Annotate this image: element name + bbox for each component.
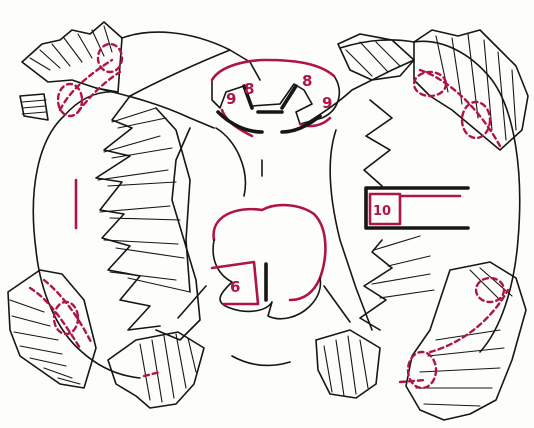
label-8-right: 8 <box>302 72 312 90</box>
label-8-left: 8 <box>244 80 254 98</box>
left-wing <box>8 22 260 408</box>
right-wing <box>316 30 528 420</box>
label-10-slot: 10 <box>373 204 391 219</box>
stitch-lines <box>30 44 508 388</box>
label-6-center: 6 <box>230 278 240 296</box>
label-9-left: 9 <box>226 90 236 108</box>
label-9-right: 9 <box>322 94 332 112</box>
center-circle <box>212 205 325 319</box>
